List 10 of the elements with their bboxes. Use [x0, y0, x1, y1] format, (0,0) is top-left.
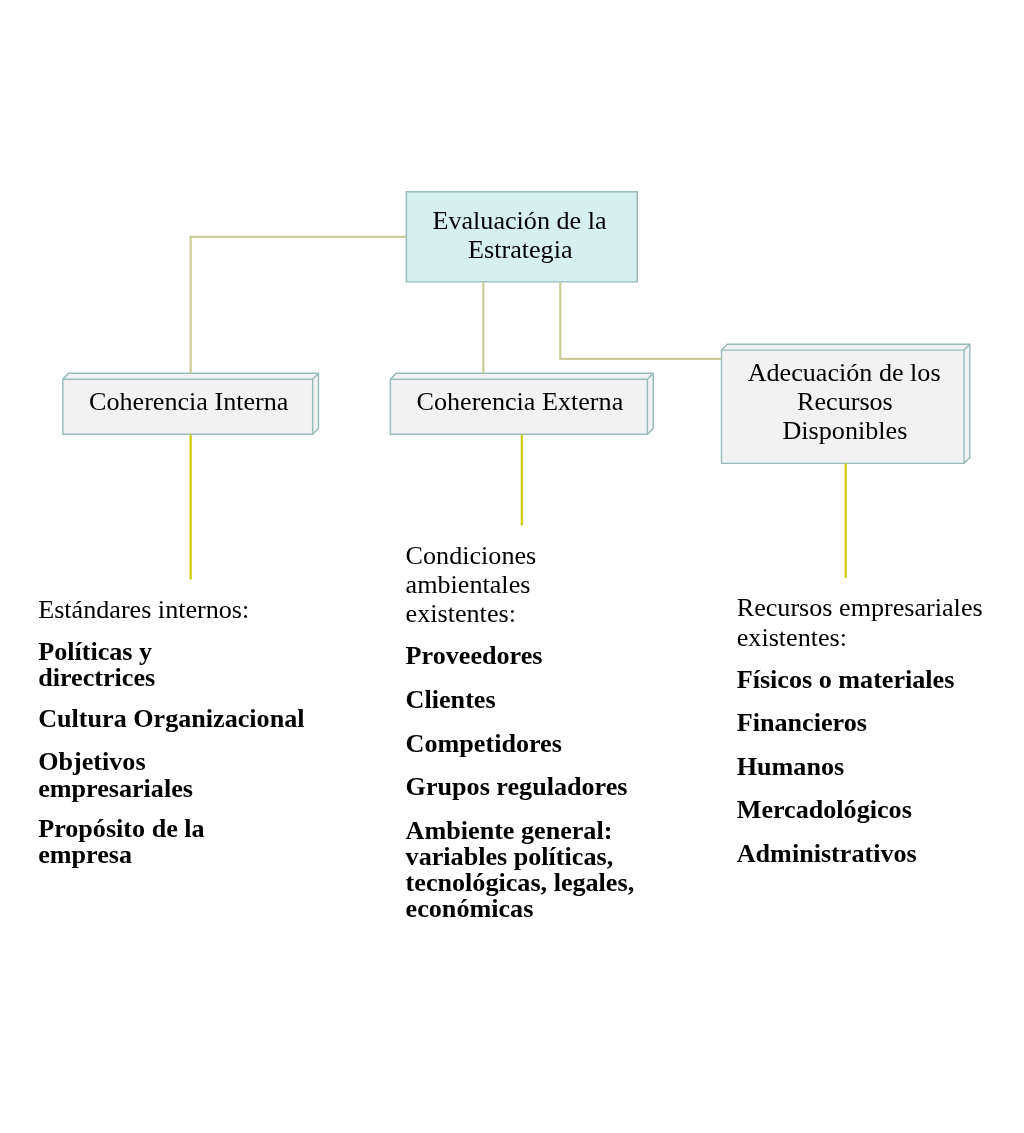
node-text: Estándares internos: Políticas y directrices Cultura Organizacional Objetivos empresariales Propósito de la empresa — [38, 594, 305, 870]
node-text: Condiciones ambientales existentes: Proveedores Clientes Competidores Grupos reguladores Ambiente general: variables políticas, tecnológicas, legales, económicas — [405, 541, 635, 924]
node-text: Recursos empresariales existentes: Físicos o materiales Financieros Humanos Mercadológicos Administrativos — [736, 593, 983, 868]
connector — [482, 282, 485, 373]
connector — [520, 434, 523, 526]
connector — [189, 235, 406, 374]
connector — [559, 282, 722, 360]
connector — [189, 434, 192, 580]
node-box: Evaluación de la Estrategia — [405, 191, 638, 283]
connector — [844, 463, 847, 579]
